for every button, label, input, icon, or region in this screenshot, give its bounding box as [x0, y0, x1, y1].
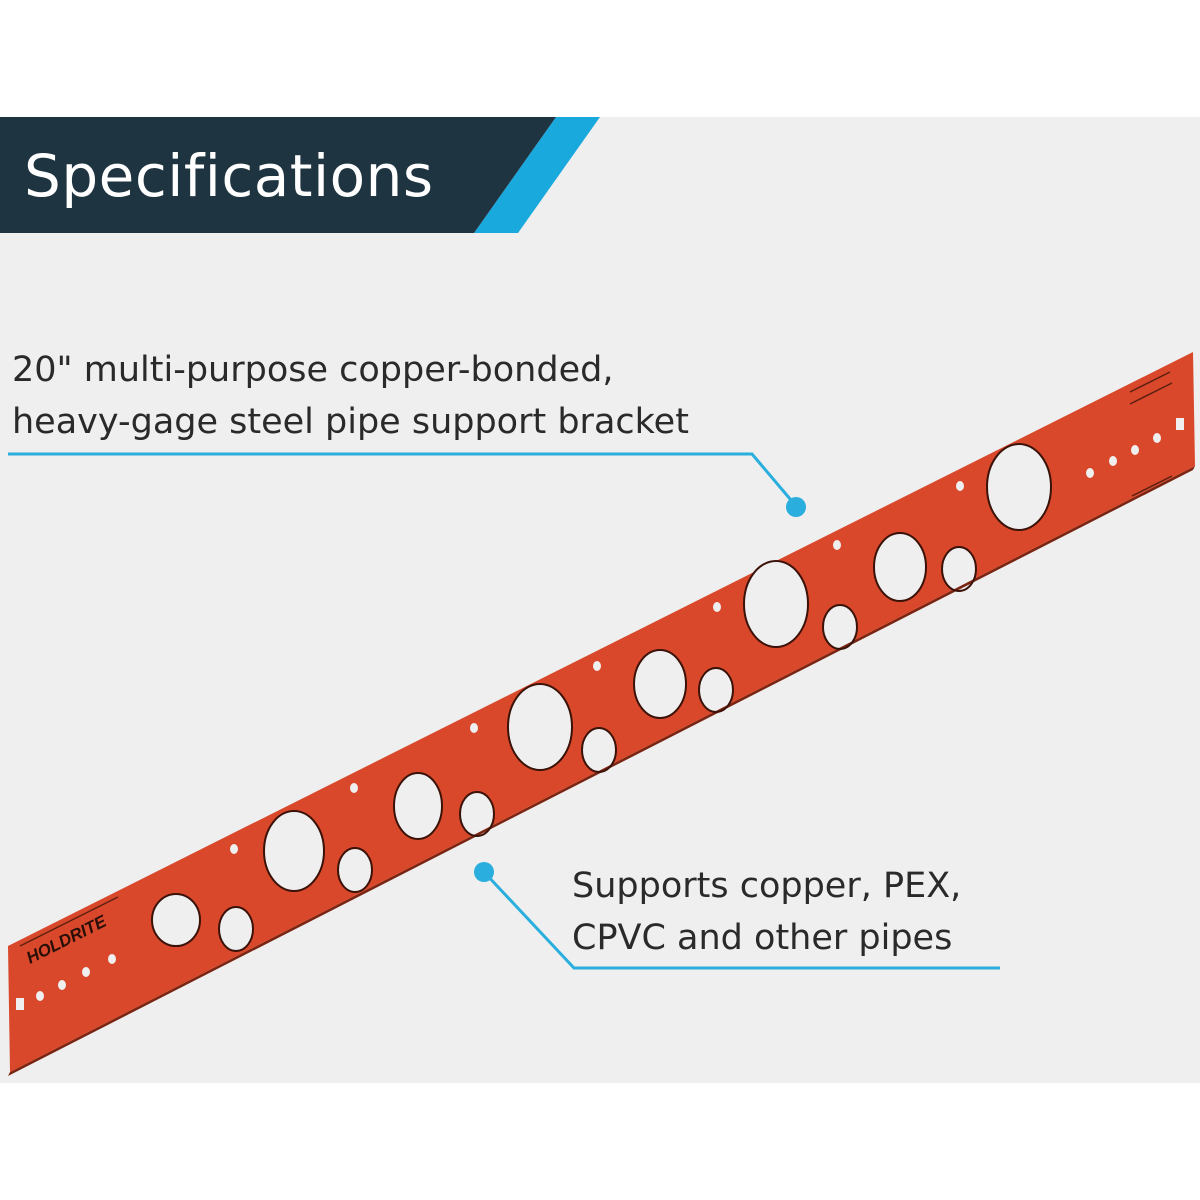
callout-bottom-line2: CPVC and other pipes: [572, 918, 953, 958]
bracket-bar: [8, 352, 1195, 1072]
header-dark-band: [0, 117, 556, 233]
callout-bottom-text: Supports copper, PEX, CPVC and other pip…: [572, 860, 961, 964]
callout-top-text: 20" multi-purpose copper-bonded, heavy-g…: [12, 344, 689, 448]
callout-bottom-line: [482, 870, 1000, 970]
callout-top-dot: [786, 497, 806, 517]
callout-top-line1: 20" multi-purpose copper-bonded,: [12, 350, 614, 390]
callout-bottom-line1: Supports copper, PEX,: [572, 866, 962, 906]
header-band: [0, 117, 600, 233]
callout-bottom-dot: [474, 862, 494, 882]
callout-top-line: [8, 452, 798, 507]
callout-top-line2: heavy-gage steel pipe support bracket: [12, 402, 689, 442]
bracket-hole-rims: [151, 443, 1052, 952]
header-accent-stripe: [474, 117, 600, 233]
bracket-fine-print: [19, 371, 1173, 947]
page-title: Specifications: [24, 142, 434, 210]
